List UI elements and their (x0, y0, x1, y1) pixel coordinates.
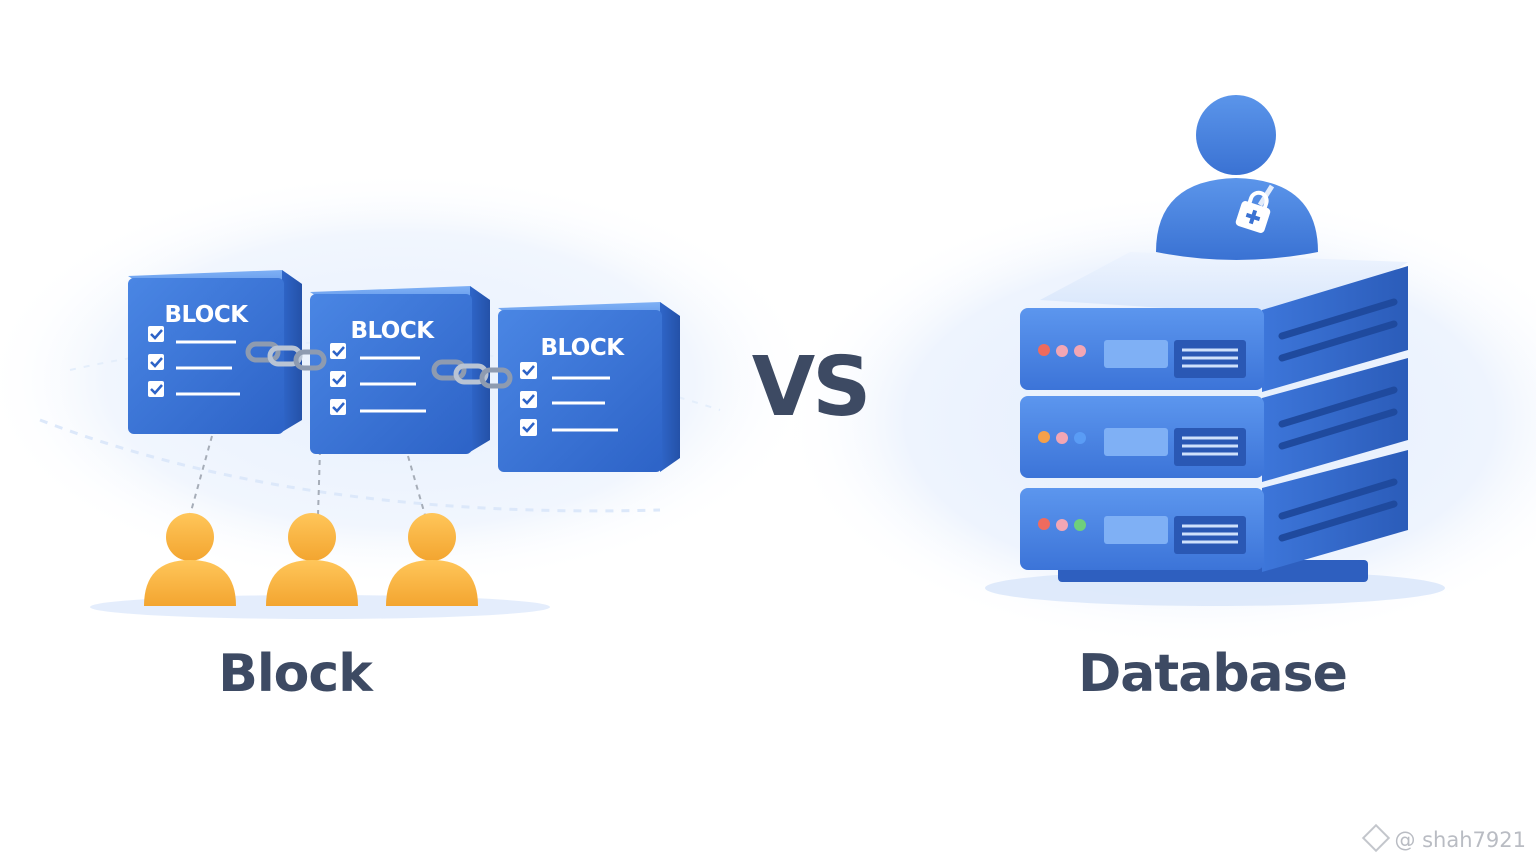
block-cube: BLOCK (498, 302, 680, 472)
link-icon (431, 359, 513, 389)
user-icon (386, 513, 478, 606)
status-led (1056, 519, 1068, 531)
block-label: BLOCK (164, 302, 249, 328)
checkbox-icon (148, 381, 164, 397)
checkbox-icon (148, 326, 164, 342)
server-display-panel (1104, 428, 1168, 456)
lock-icon (1235, 190, 1271, 233)
network-dashed-arc (39, 418, 661, 513)
watermark-logo-icon (1362, 823, 1391, 853)
status-led (1056, 432, 1068, 444)
server-unit-side (1262, 266, 1408, 392)
checkbox-icon (520, 419, 537, 436)
vs-separator: VS (751, 340, 872, 435)
status-led (1038, 518, 1050, 530)
watermark-text: @ shah7921 (1394, 828, 1526, 852)
server-unit-side (1262, 450, 1408, 572)
link-icon (245, 341, 327, 371)
status-led (1074, 432, 1086, 444)
user-icon (144, 513, 236, 606)
block-cube-front (310, 294, 472, 454)
block-participant-connector (189, 435, 213, 516)
checkbox-icon (330, 371, 346, 387)
block-participant-connector (317, 449, 321, 516)
block-cube-side (282, 270, 302, 432)
status-led (1074, 519, 1086, 531)
checkbox-icon (330, 399, 346, 415)
checkbox-icon (148, 354, 164, 370)
server-display-panel (1104, 340, 1168, 368)
block-cube: BLOCK (128, 270, 302, 434)
checkbox-icon (520, 391, 537, 408)
server-display-panel (1104, 516, 1168, 544)
user-icon (266, 513, 358, 606)
block-cube-side (660, 302, 680, 472)
server-vent-slots (1278, 298, 1398, 542)
watermark: @ shah7921 (1362, 823, 1526, 853)
block-label: BLOCK (540, 335, 625, 361)
block-caption: Block (218, 644, 373, 704)
server-unit-side (1262, 358, 1408, 482)
block-cube-front (128, 278, 284, 434)
block-label: BLOCK (350, 318, 435, 344)
status-led (1038, 344, 1050, 356)
block-cube: BLOCK (310, 286, 490, 454)
status-led (1038, 431, 1050, 443)
checkbox-icon (520, 362, 537, 379)
block-participant-connector (407, 455, 426, 516)
database-caption: Database (1078, 644, 1348, 704)
block-cube-side (470, 286, 490, 452)
status-led (1056, 345, 1068, 357)
block-cube-front (498, 310, 662, 472)
admin-user-icon (1156, 95, 1318, 260)
server-stack-icon (1020, 252, 1408, 582)
checkbox-icon (330, 343, 346, 359)
status-led (1074, 345, 1086, 357)
